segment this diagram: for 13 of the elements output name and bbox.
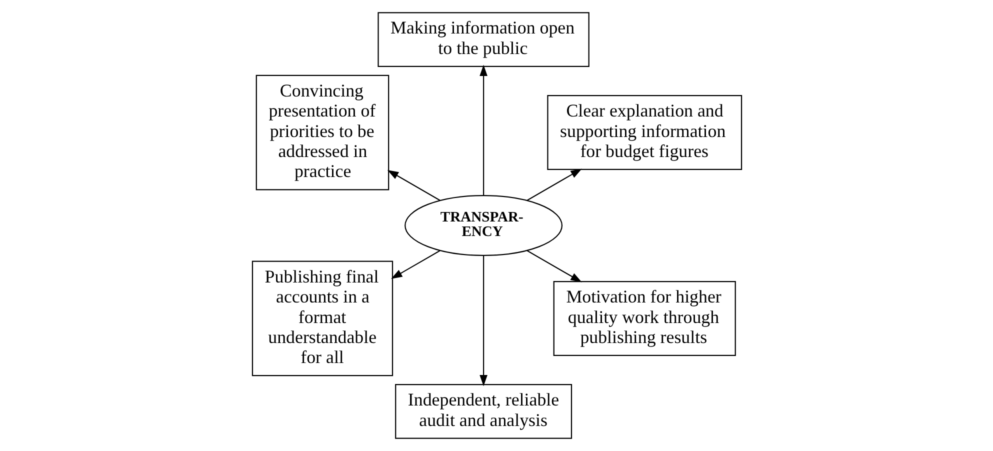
arrow xyxy=(479,64,487,196)
arrow xyxy=(386,170,440,201)
node-box: Publishing final accounts in a format understandable for all xyxy=(251,260,393,376)
node-box: Independent, reliable audit and analysis xyxy=(394,384,572,439)
node-box: Convincing presentation of priorities to be addressed in practice xyxy=(255,74,389,190)
node-box: Clear explanation and supporting information for budget figures xyxy=(546,94,742,170)
node-box: Motivation for higher quality work through publishing results xyxy=(552,280,736,356)
node-ellipse: TRANSPAR- ENCY xyxy=(404,194,562,256)
arrow xyxy=(479,256,487,386)
node-box: Making information open to the public xyxy=(377,12,589,67)
arrow xyxy=(390,250,440,279)
arrow xyxy=(526,250,582,282)
arrow xyxy=(526,168,582,201)
